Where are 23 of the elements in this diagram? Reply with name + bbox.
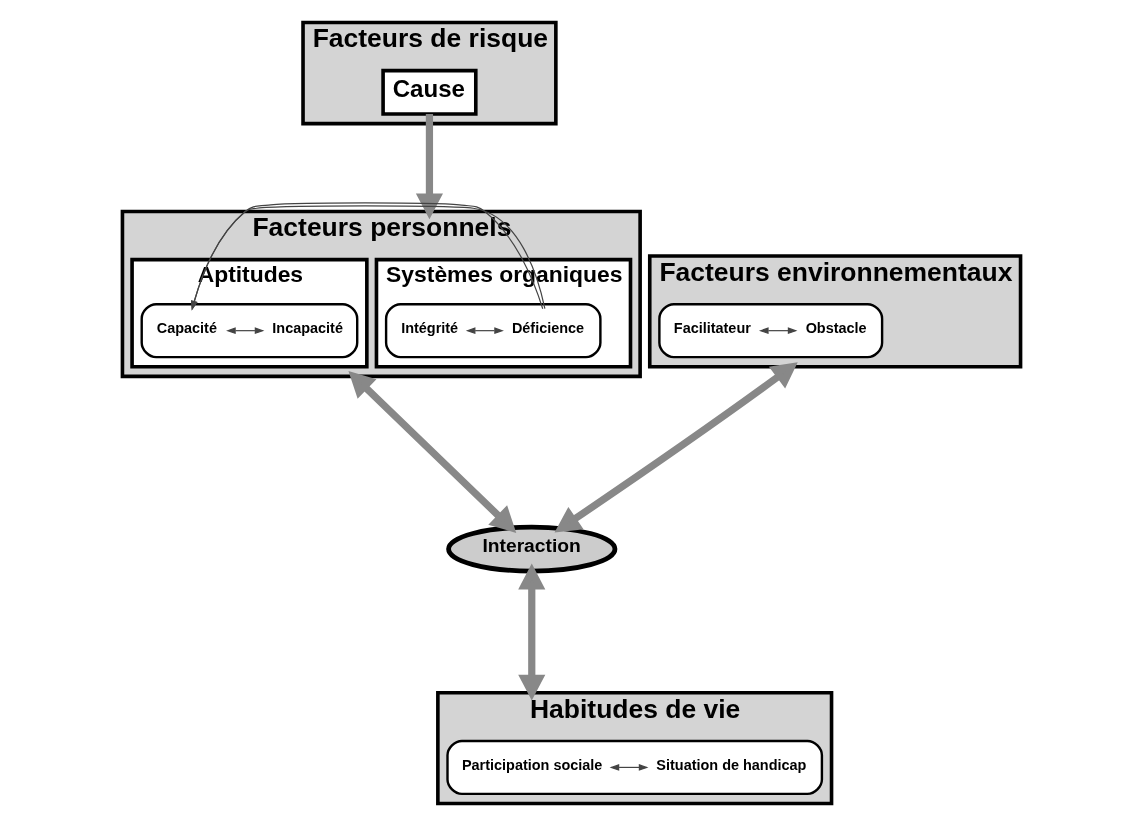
arrow [609, 764, 648, 771]
arrow [554, 362, 798, 533]
node-text: Participation sociale [461, 756, 602, 773]
arrow [347, 371, 516, 533]
arrow [517, 563, 545, 701]
arrow [190, 202, 545, 311]
cluster [384, 303, 602, 359]
arrow [225, 327, 264, 335]
node-text: Facilitateur [673, 320, 751, 337]
node-ellipse: Interaction [445, 524, 617, 574]
cluster [445, 739, 823, 796]
node-box: Cause [380, 68, 478, 116]
arrow [758, 327, 797, 335]
node-text: Obstacle [805, 320, 867, 337]
node-text: Capacité [156, 320, 217, 337]
node-text: Situation de handicap [655, 756, 806, 773]
node-text: Intégrité [400, 320, 458, 337]
cluster [657, 303, 883, 359]
arrow [415, 114, 443, 220]
arrow [465, 327, 504, 335]
cluster [140, 303, 358, 359]
node-text: Incapacité [271, 320, 343, 337]
node-text: Déficience [511, 320, 584, 337]
